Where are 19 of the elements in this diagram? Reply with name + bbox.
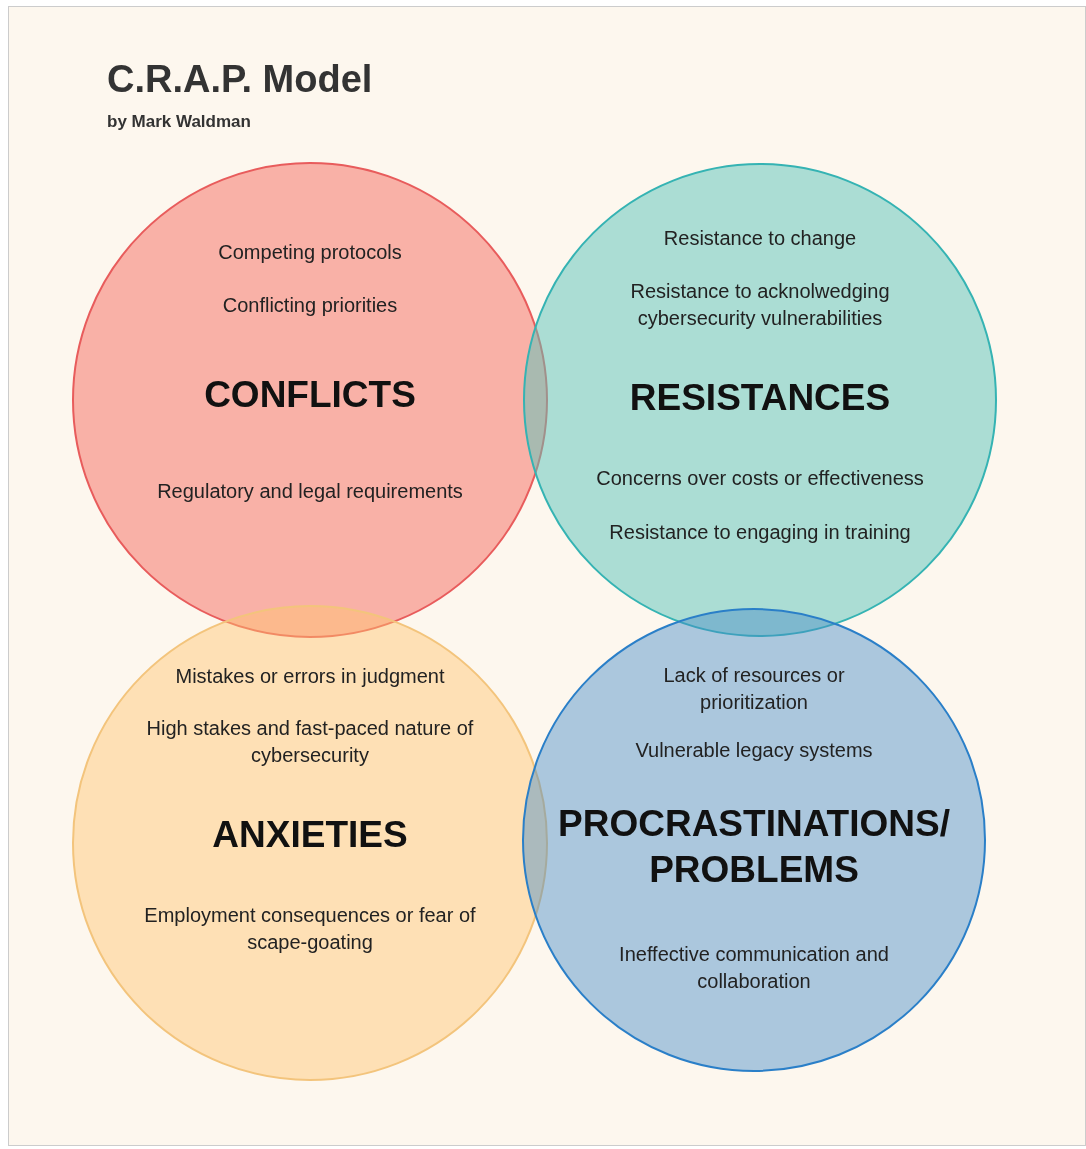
category-heading: RESISTANCES: [628, 376, 892, 420]
category-heading: PROCRASTINATIONS/ PROBLEMS: [557, 802, 951, 892]
item-text: Competing protocols: [217, 239, 403, 265]
item-text: Vulnerable legacy systems: [634, 737, 874, 763]
item-text: Regulatory and legal requirements: [156, 478, 464, 504]
title: C.R.A.P. Model: [107, 58, 373, 101]
item-text: Conflicting priorities: [221, 292, 399, 318]
item-text: Resistance to change: [662, 225, 858, 251]
item-text: Concerns over costs or effectiveness: [595, 465, 925, 491]
item-text: Employment consequences or fear of scape-goating: [143, 903, 477, 955]
subtitle: by Mark Waldman: [107, 112, 251, 132]
item-text: Lack of resources or prioritization: [662, 663, 846, 715]
item-text: Ineffective communication and collaboration: [618, 942, 890, 994]
category-heading: CONFLICTS: [203, 373, 417, 417]
item-text: Resistance to acknolwedging cybersecurity vulnerabilities: [629, 279, 891, 331]
category-heading: ANXIETIES: [211, 813, 409, 857]
item-text: High stakes and fast-paced nature of cybersecurity: [145, 716, 475, 768]
item-text: Resistance to engaging in training: [608, 519, 912, 545]
item-text: Mistakes or errors in judgment: [174, 663, 446, 689]
